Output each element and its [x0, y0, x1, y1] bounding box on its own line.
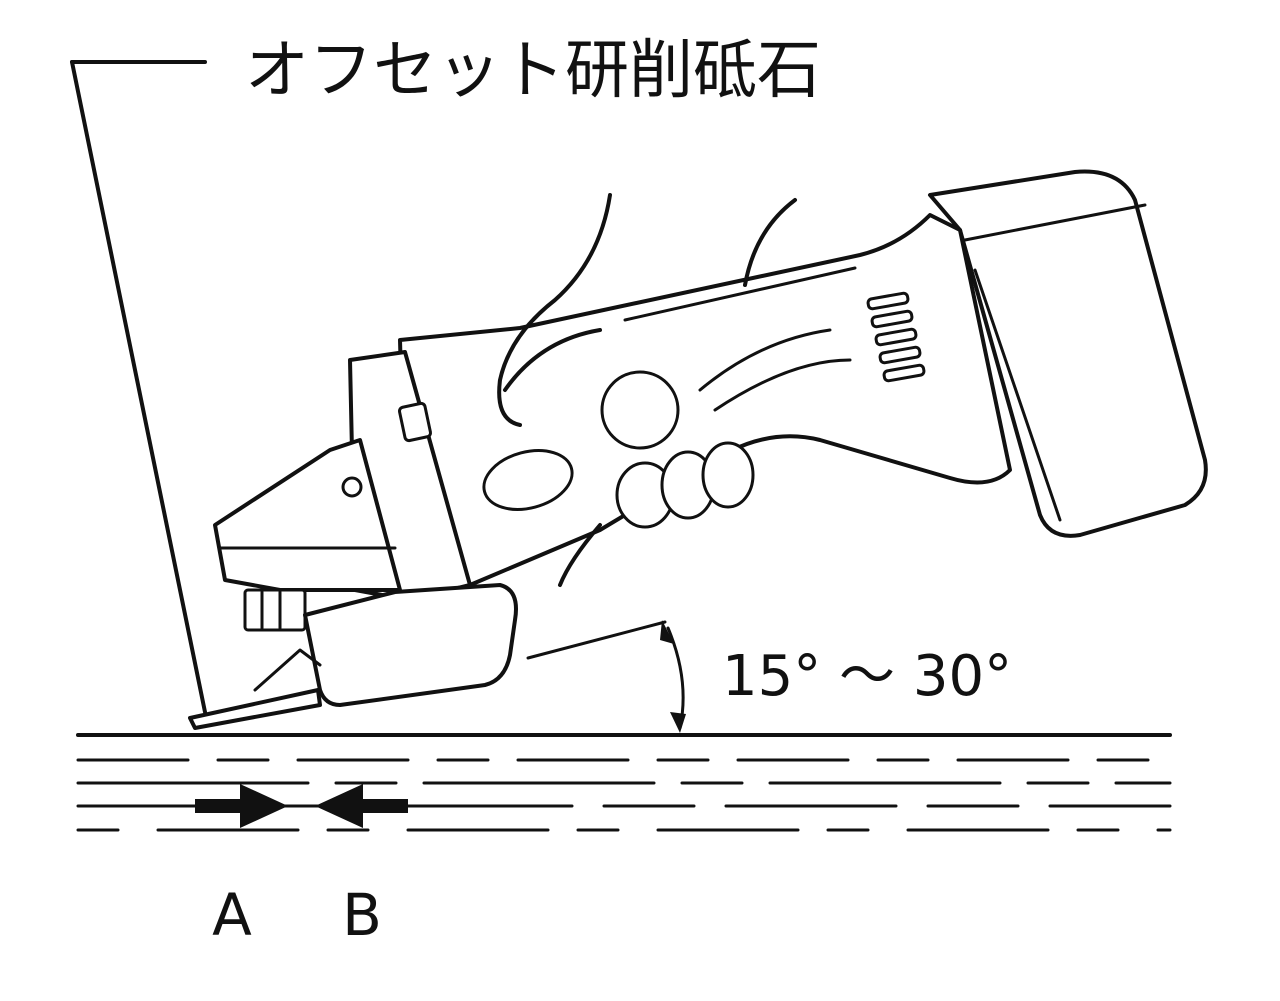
arrow-a — [195, 784, 288, 828]
arrow-b — [315, 784, 408, 828]
arrow-a-label: A — [212, 881, 252, 949]
workpiece-surface — [76, 733, 1172, 832]
operator-hand — [497, 193, 797, 587]
arrow-b-label: B — [342, 881, 382, 949]
callout-label: オフセット研削砥石 — [245, 34, 821, 108]
callout-leader — [70, 60, 207, 714]
angle-grinder — [188, 169, 1208, 730]
angle-range-label: 15° ～ 30° — [722, 644, 1012, 709]
angle-indicator — [526, 620, 686, 733]
